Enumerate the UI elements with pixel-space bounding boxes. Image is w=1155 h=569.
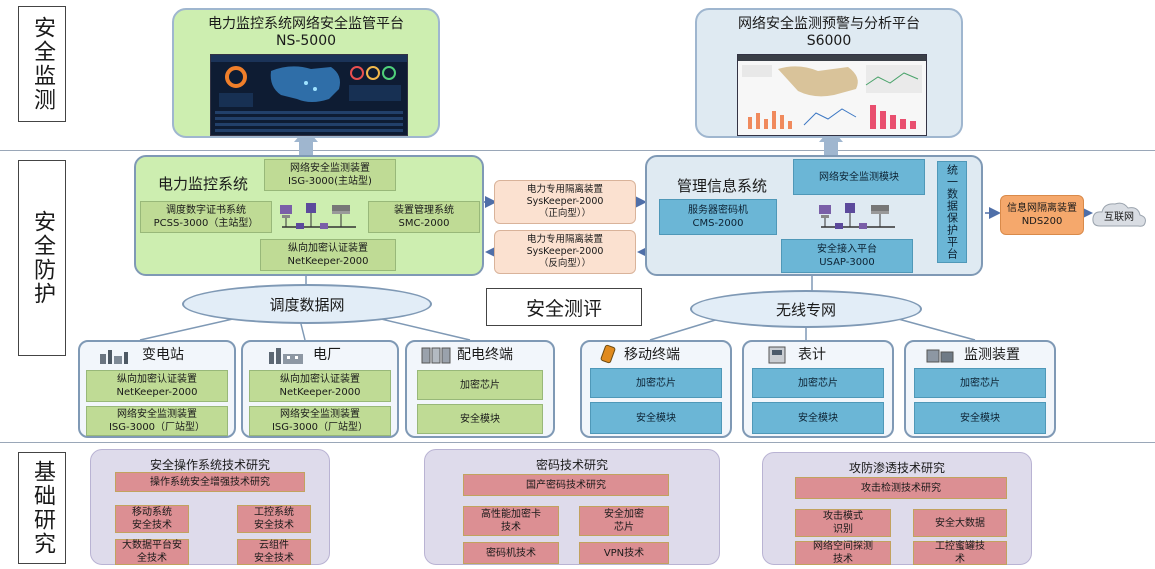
site-box: 安全模块 [417,404,543,434]
site-box: 安全模块 [590,402,722,434]
system-title: 管理信息系统 [677,177,768,195]
research-os-security: 安全操作系统技术研究 操作系统安全增强技术研究 移动系统安全技术 工控系统安全技… [90,449,330,565]
site-box: 加密芯片 [914,368,1046,398]
research-item: 攻击模式识别 [795,509,891,537]
site-box: 加密芯片 [590,368,722,398]
unified-data-protection: 统一数据保护平台 [937,161,967,263]
research-item: 工控蜜罐技术 [913,541,1007,565]
wireless-private-network: 无线专网 [690,290,922,328]
site-box: 安全模块 [752,402,884,434]
research-item: 工控系统安全技术 [237,505,311,533]
site-name: 配电终端 [457,347,513,363]
research-title: 攻防渗透技术研究 [848,461,945,475]
research-main-topic: 操作系统安全增强技术研究 [115,472,305,492]
dispatch-data-network: 调度数据网 [182,284,432,324]
row-divider [0,150,1155,151]
monitor-module: 网络安全监测模块 [793,159,925,195]
site-meter: 表计 加密芯片 安全模块 [742,340,894,438]
site-mobile-terminal: 移动终端 加密芯片 安全模块 [580,340,732,438]
row-label-research: 基础研究 [18,452,66,564]
site-name: 表计 [798,347,826,363]
research-title: 密码技术研究 [535,458,608,472]
internet-cloud: 互联网 [1090,198,1148,232]
platform-ns5000: 电力监控系统网络安全监管平台 NS-5000 [172,8,440,138]
site-name: 变电站 [142,347,184,363]
site-name: 移动终端 [624,347,680,363]
site-box: 加密芯片 [752,368,884,398]
monitoring-device-icon [926,349,954,363]
research-item: 云组件安全技术 [237,539,311,565]
research-main-topic: 国产密码技术研究 [463,474,669,496]
platform-title: 电力监控系统网络安全监管平台 [208,16,404,32]
terminal-cabinet-icon [421,347,451,364]
row-label-protection: 安全防护 [18,160,66,356]
platform-s6000: 网络安全监测预警与分析平台 S6000 [695,8,963,138]
site-name: 电厂 [313,347,341,363]
site-monitoring-device: 监测装置 加密芯片 安全模块 [904,340,1056,438]
substation-icon [100,350,128,364]
network-devices-icon [819,203,895,229]
site-name: 监测装置 [964,347,1020,363]
research-item: 大数据平台安全技术 [115,539,189,565]
row-label-monitoring: 安全监测 [18,6,66,122]
research-item: 安全大数据 [913,509,1007,537]
site-box: 安全模块 [914,402,1046,434]
site-box: 加密芯片 [417,370,543,400]
research-main-topic: 攻击检测技术研究 [795,477,1007,499]
platform-model: S6000 [806,33,852,49]
mobile-device-icon [600,344,616,364]
row-divider [0,442,1155,443]
research-attack-defense: 攻防渗透技术研究 攻击检测技术研究 攻击模式识别 安全大数据 网络空间探测技术 … [762,452,1032,565]
cloud-icon [1092,202,1146,227]
research-title: 安全操作系统技术研究 [149,458,270,472]
research-cryptography: 密码技术研究 国产密码技术研究 高性能加密卡技术 安全加密芯片 密码机技术 VP… [424,449,720,565]
dashboard-screenshot [737,54,927,136]
platform-model: NS-5000 [275,33,337,49]
security-evaluation: 安全测评 [486,288,642,326]
platform-title: 网络安全监测预警与分析平台 [738,16,920,32]
meter-icon [768,346,786,364]
research-item: 移动系统安全技术 [115,505,189,533]
power-plant-icon [269,348,303,364]
site-distribution-terminal: 配电终端 加密芯片 安全模块 [405,340,555,438]
research-item: 高性能加密卡技术 [463,506,559,536]
system-title: 电力监控系统 [158,175,249,193]
network-devices-icon [280,203,356,229]
research-item: 安全加密芯片 [579,506,669,536]
dashboard-screenshot [210,54,408,136]
research-item: 网络空间探测技术 [795,541,891,565]
research-item: 密码机技术 [463,542,559,564]
research-item: VPN技术 [579,542,669,564]
